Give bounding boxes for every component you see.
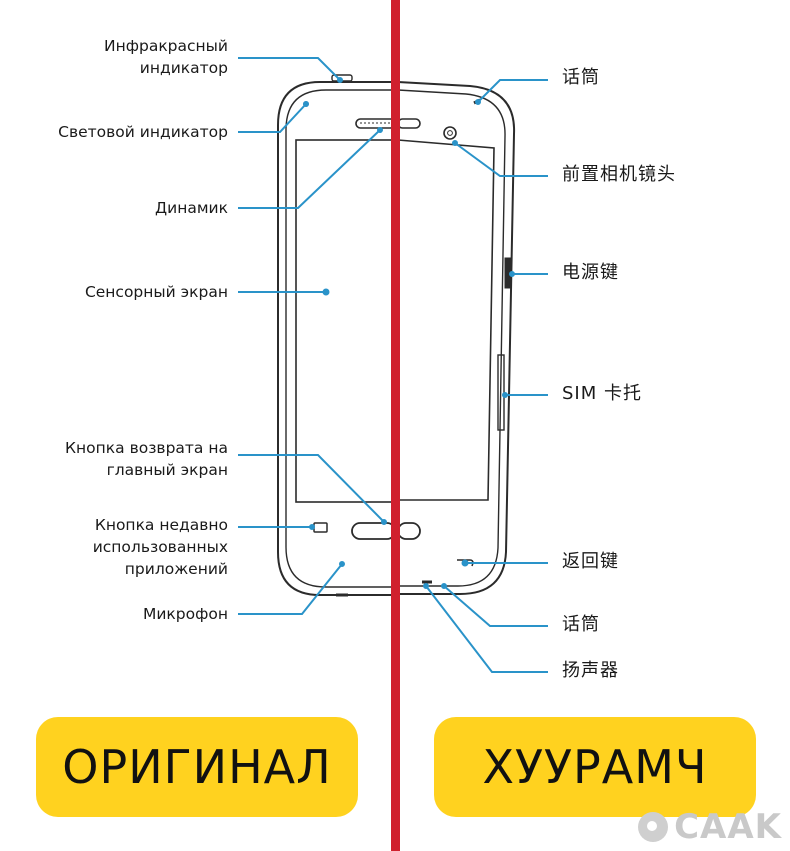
label-mic-bottom-cn: 话筒 [562,614,600,635]
label-light-indicator: Световой индикатор [58,123,228,141]
leader-speaker [238,129,381,209]
label-touch-screen: Сенсорный экран [84,283,228,301]
leader-mic-top [477,79,548,103]
leader-mic [238,563,343,615]
leader-mic-bottom [443,585,548,627]
front-camera [443,126,457,140]
label-front-camera-cn: 前置相机镜头 [562,164,676,185]
label-speaker: Динамик [155,199,228,217]
phone-fake [397,80,516,595]
leader-ir [238,57,341,81]
label-mic-top-cn: 话筒 [562,67,600,88]
watermark-logo: CAAK [638,807,782,847]
phone-original-inner [285,89,396,588]
label-loudspeaker-cn: 扬声器 [562,660,619,681]
label-microphone: Микрофон [142,605,228,623]
badge-original: ОРИГИНАЛ [36,717,358,817]
label-power-key-cn: 电源键 [562,262,619,283]
home-button [351,522,396,540]
watermark-icon [638,812,669,842]
leader-loudspeaker [425,585,548,673]
fake-screen [397,139,495,501]
phone-fake-body [397,80,516,595]
left-leader-lines [238,57,387,615]
recent-apps-icon [313,522,328,533]
phone-original [277,74,396,597]
divider-line [391,0,400,851]
leader-front-cam [454,142,548,177]
leader-home [238,454,385,523]
phone-fake-inner [397,89,506,587]
label-sim-tray-cn: SIM 卡托 [562,383,642,404]
touch-screen [295,139,396,503]
right-leader-lines [423,79,548,673]
leader-led [238,103,307,133]
badge-fake: ХУУРАМЧ [434,717,756,817]
fake-speaker [397,118,421,129]
label-back-key-cn: 返回键 [562,551,619,572]
fake-home-button [397,522,421,540]
